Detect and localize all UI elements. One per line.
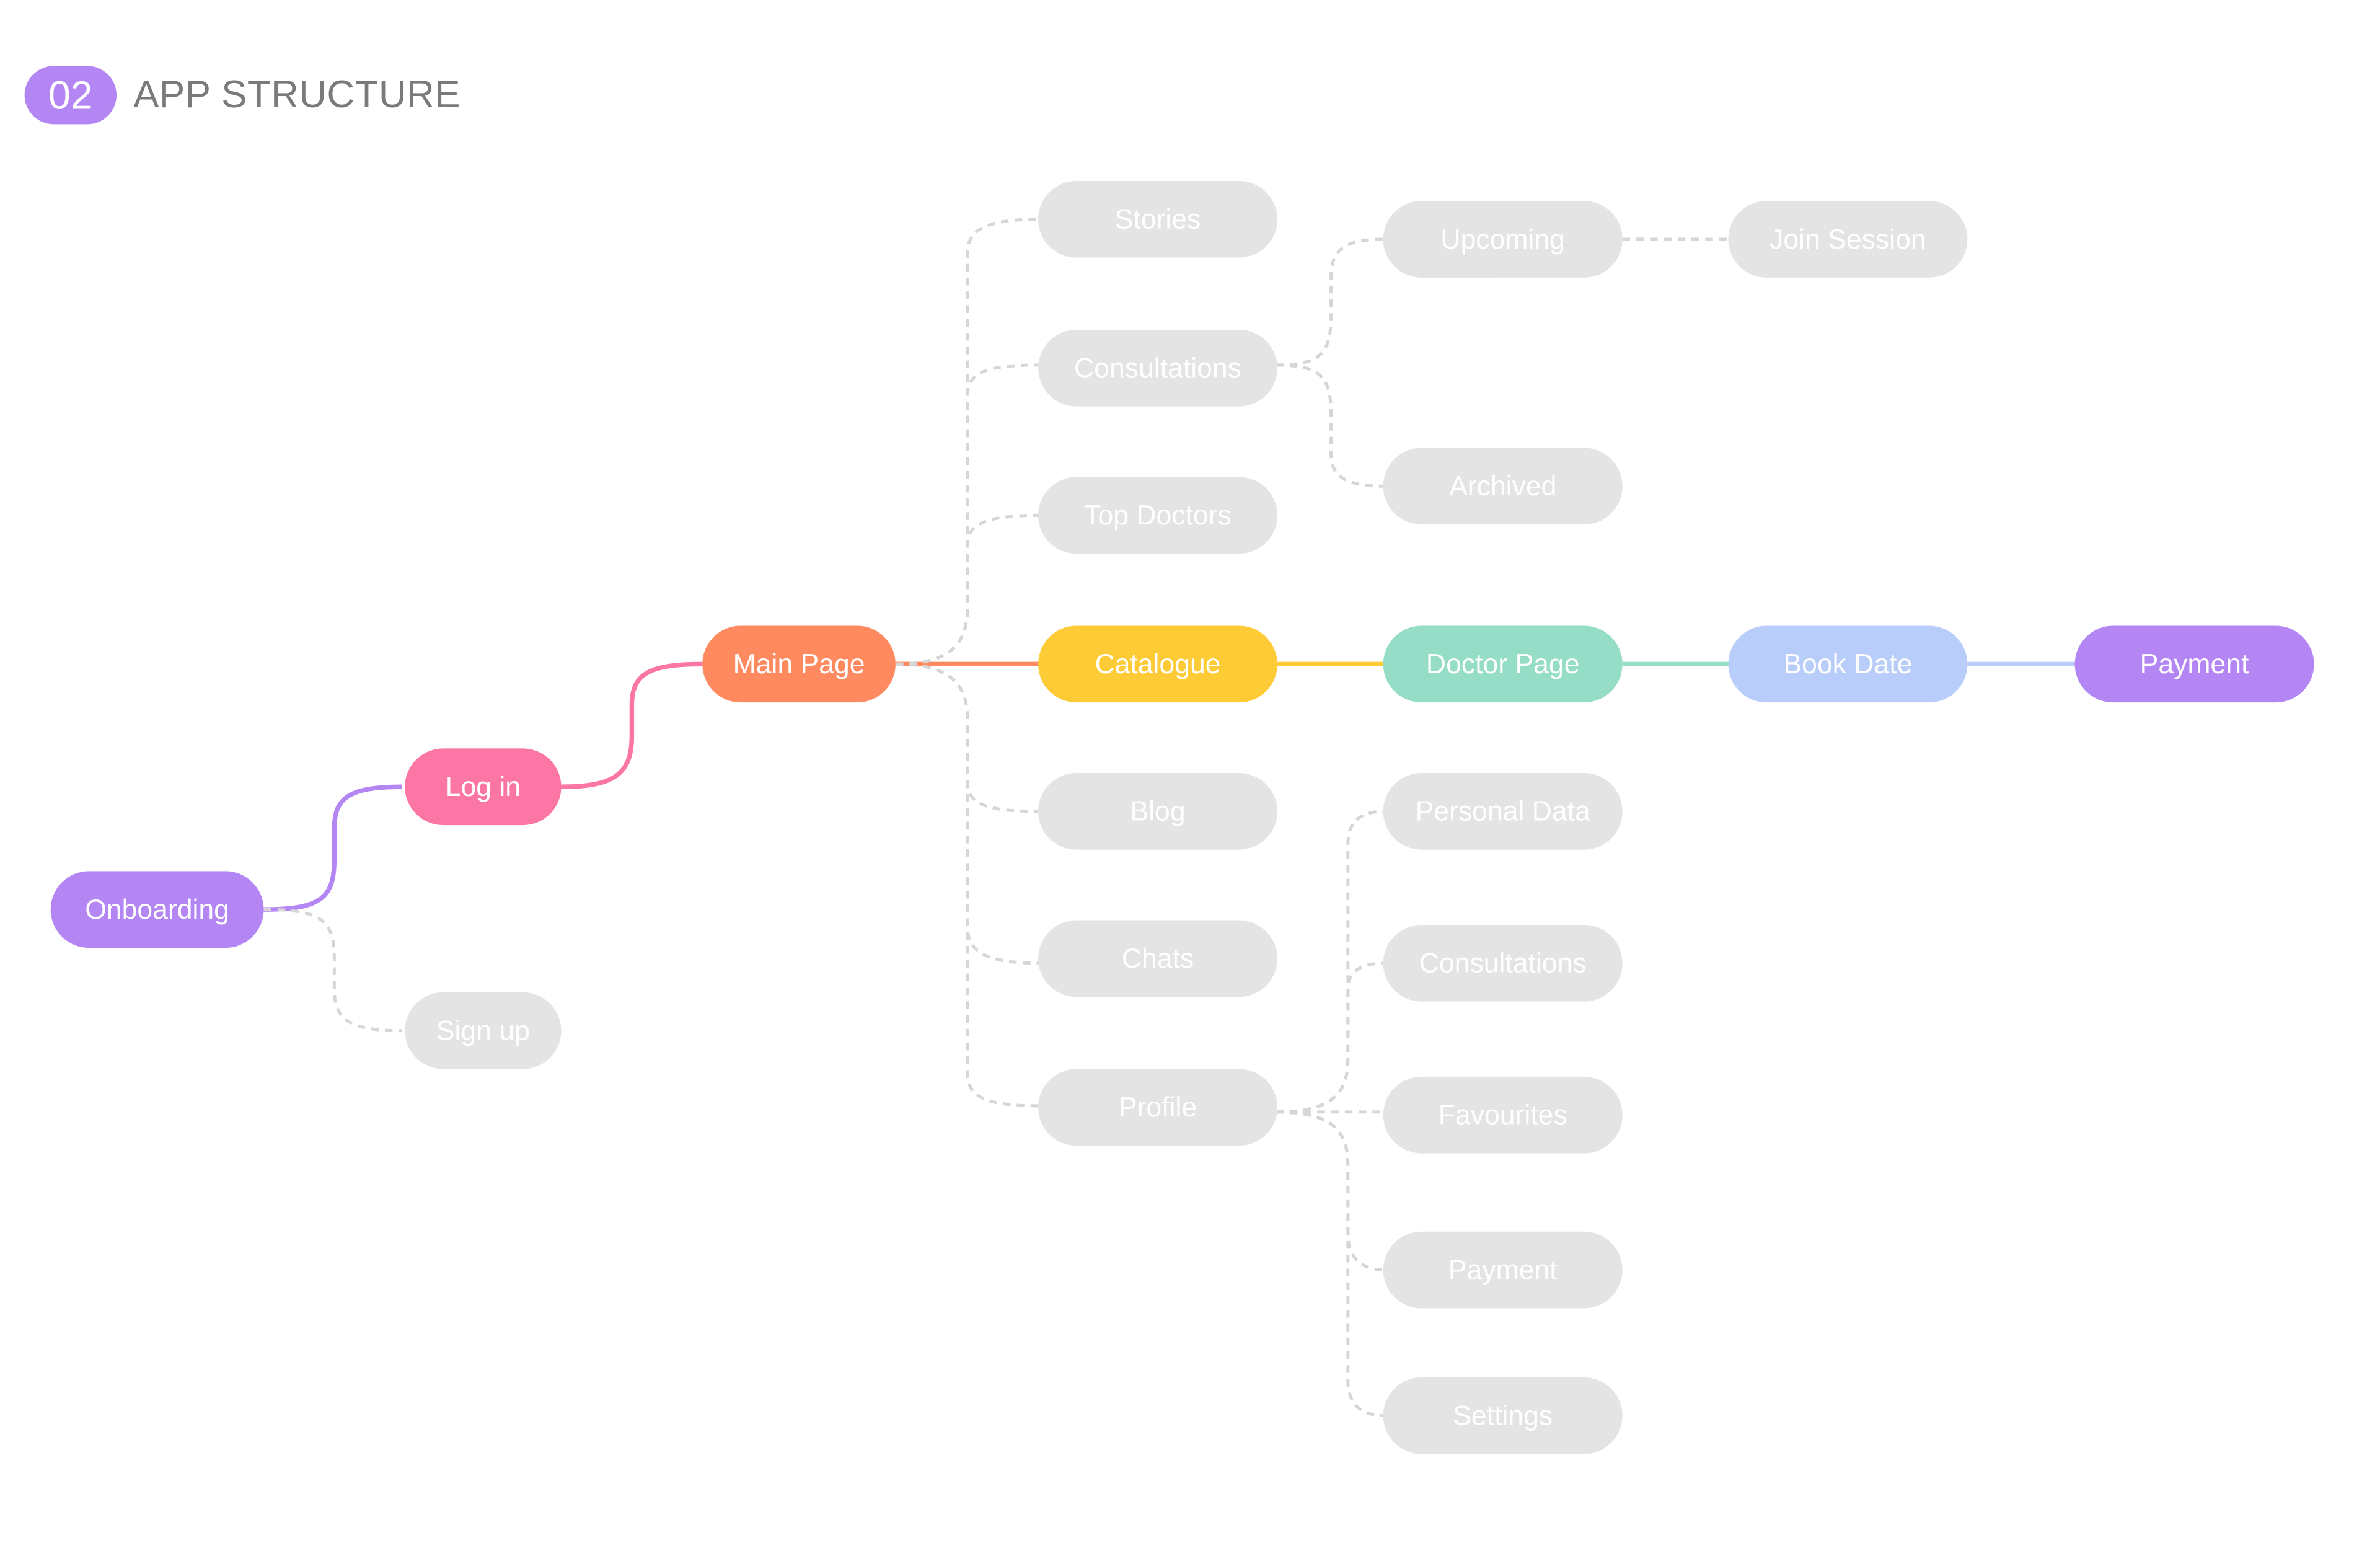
node-stories[interactable]: Stories: [1038, 180, 1278, 258]
node-archived[interactable]: Archived: [1383, 448, 1623, 525]
node-login[interactable]: Log in: [405, 748, 562, 826]
node-doctor-page[interactable]: Doctor Page: [1383, 625, 1623, 703]
connector-main-page-blog: [895, 662, 1040, 813]
connector-profile-personal-data: [1276, 810, 1385, 1114]
node-join-session[interactable]: Join Session: [1728, 201, 1968, 278]
connector-profile-payment: [1276, 1110, 1385, 1272]
node-consultations[interactable]: Consultations: [1038, 329, 1278, 407]
connector-profile-consultations: [1276, 961, 1385, 1114]
section-number-badge: 02: [24, 66, 117, 125]
node-profile[interactable]: Profile: [1038, 1069, 1278, 1146]
node-profile-payment[interactable]: Payment: [1383, 1231, 1623, 1309]
node-chats[interactable]: Chats: [1038, 920, 1278, 997]
node-settings[interactable]: Settings: [1383, 1377, 1623, 1454]
node-main-page[interactable]: Main Page: [702, 625, 896, 703]
connector-main-page-top-doctors: [895, 513, 1040, 666]
node-catalogue[interactable]: Catalogue: [1038, 625, 1278, 703]
node-top-doctors[interactable]: Top Doctors: [1038, 477, 1278, 554]
connector-main-page-profile: [895, 662, 1040, 1108]
node-signup[interactable]: Sign up: [405, 992, 562, 1069]
section-header: 02 APP STRUCTURE: [24, 66, 461, 125]
connector-consultations-archived: [1276, 363, 1385, 488]
section-title: APP STRUCTURE: [133, 73, 461, 116]
node-payment[interactable]: Payment: [2074, 625, 2314, 703]
connector-onboarding-signup: [263, 908, 402, 1033]
node-personal-data[interactable]: Personal Data: [1383, 772, 1623, 850]
node-favourites[interactable]: Favourites: [1383, 1076, 1623, 1154]
connector-consultations-upcoming: [1276, 237, 1385, 367]
connector-onboarding-login: [263, 784, 402, 912]
connector-main-page-consultations: [895, 363, 1040, 666]
node-upcoming[interactable]: Upcoming: [1383, 201, 1623, 278]
connector-profile-settings: [1276, 1110, 1385, 1418]
connector-main-page-chats: [895, 662, 1040, 965]
node-onboarding[interactable]: Onboarding: [50, 871, 264, 948]
node-book-date[interactable]: Book Date: [1728, 625, 1968, 703]
node-profile-consultations[interactable]: Consultations: [1383, 924, 1623, 1002]
node-blog[interactable]: Blog: [1038, 772, 1278, 850]
connector-login-main-page: [561, 661, 703, 789]
